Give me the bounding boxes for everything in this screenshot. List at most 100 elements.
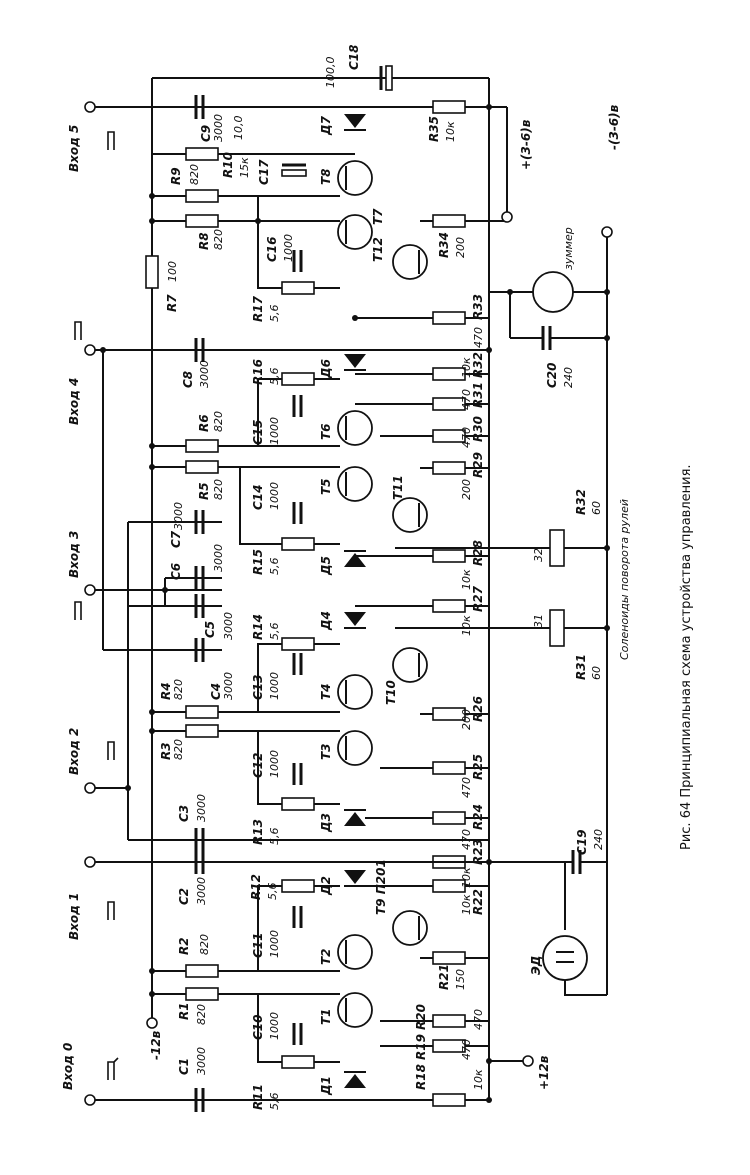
svg-text:200: 200 — [460, 479, 473, 500]
transistor-t7: T7 — [337, 208, 385, 250]
svg-text:T3: T3 — [319, 743, 333, 760]
svg-text:T5: T5 — [319, 478, 333, 495]
svg-text:R22: R22 — [471, 889, 485, 915]
transistor-t11: T11 — [391, 475, 428, 533]
svg-text:31: 31 — [532, 614, 545, 628]
svg-text:T9 П201: T9 П201 — [374, 859, 388, 915]
svg-text:3000: 3000 — [195, 794, 208, 822]
svg-text:60: 60 — [590, 501, 603, 515]
svg-text:820: 820 — [212, 479, 225, 500]
svg-text:R32: R32 — [574, 489, 588, 515]
solenoids-title: Соленоиды поворота рулей — [618, 499, 631, 660]
svg-text:470: 470 — [460, 1039, 473, 1060]
transistor-t6: T6 — [319, 410, 373, 446]
input-1-label: Вход 1 — [67, 893, 81, 940]
svg-text:R23: R23 — [471, 839, 485, 865]
svg-text:10к: 10к — [460, 357, 473, 378]
svg-text:R4: R4 — [159, 682, 173, 700]
svg-text:T6: T6 — [319, 423, 333, 440]
svg-text:T2: T2 — [319, 948, 333, 965]
svg-text:3000: 3000 — [222, 612, 235, 640]
svg-text:R31: R31 — [471, 382, 485, 408]
svg-text:1000: 1000 — [268, 672, 281, 700]
svg-text:R33: R33 — [471, 294, 485, 320]
svg-text:240: 240 — [592, 829, 605, 850]
svg-text:200: 200 — [460, 709, 473, 730]
svg-text:C16: C16 — [265, 236, 279, 262]
svg-text:3000: 3000 — [172, 502, 185, 530]
svg-text:470: 470 — [472, 327, 485, 348]
svg-text:820: 820 — [172, 739, 185, 760]
diode-d7: Д7 — [319, 114, 366, 136]
svg-text:C8: C8 — [181, 371, 195, 388]
svg-text:R5: R5 — [197, 482, 211, 500]
svg-text:10к: 10к — [460, 867, 473, 888]
svg-text:470: 470 — [460, 427, 473, 448]
terminal-neg-12: -12в — [146, 1017, 163, 1060]
svg-text:T1: T1 — [319, 1008, 333, 1025]
transistor-t4: T4 — [319, 674, 373, 710]
svg-text:R9: R9 — [169, 167, 183, 185]
svg-text:R31: R31 — [574, 654, 588, 680]
svg-text:5,6: 5,6 — [268, 368, 281, 386]
junction-dots — [100, 104, 610, 1103]
svg-text:240: 240 — [562, 367, 575, 388]
svg-text:ЭД: ЭД — [529, 956, 543, 976]
svg-text:T11: T11 — [391, 475, 405, 500]
svg-text:1000: 1000 — [268, 417, 281, 445]
svg-text:R29: R29 — [471, 452, 485, 478]
svg-text:R10: R10 — [221, 152, 235, 178]
terminal-neg-3-6: -(3-6)в — [601, 104, 621, 238]
svg-text:C17: C17 — [257, 159, 271, 185]
svg-text:R1: R1 — [177, 1002, 191, 1020]
svg-text:470: 470 — [460, 389, 473, 410]
transistor-t1: T1 — [319, 992, 373, 1028]
svg-text:C7: C7 — [169, 530, 183, 548]
svg-text:3000: 3000 — [222, 672, 235, 700]
svg-text:C20: C20 — [545, 362, 559, 388]
svg-text:820: 820 — [195, 1004, 208, 1025]
svg-text:R3: R3 — [159, 742, 173, 760]
svg-text:R13: R13 — [251, 819, 265, 845]
svg-text:1000: 1000 — [268, 750, 281, 778]
svg-text:R34: R34 — [437, 232, 451, 258]
svg-text:10к: 10к — [444, 121, 457, 142]
svg-text:3000: 3000 — [198, 360, 211, 388]
svg-text:C9: C9 — [199, 125, 213, 142]
svg-text:820: 820 — [212, 411, 225, 432]
terminal-pos-12: +12в — [522, 1055, 551, 1090]
svg-text:C14: C14 — [251, 484, 265, 510]
motor-ed: ЭД — [529, 935, 588, 981]
svg-text:C19: C19 — [575, 829, 589, 855]
svg-text:5,6: 5,6 — [268, 558, 281, 576]
svg-text:Д1: Д1 — [319, 1076, 333, 1096]
svg-text:1000: 1000 — [268, 930, 281, 958]
resistor-r25: R25470 — [432, 754, 485, 798]
svg-text:820: 820 — [188, 164, 201, 185]
resistor-r1: R1 820 — [177, 987, 219, 1025]
input-0-label: Вход 0 — [61, 1043, 75, 1090]
svg-text:C1: C1 — [177, 1058, 191, 1075]
svg-text:T8: T8 — [319, 168, 333, 185]
svg-text:C2: C2 — [177, 888, 191, 905]
svg-text:R18: R18 — [414, 1064, 428, 1090]
svg-text:1000: 1000 — [282, 234, 295, 262]
svg-text:Д3: Д3 — [319, 813, 333, 833]
